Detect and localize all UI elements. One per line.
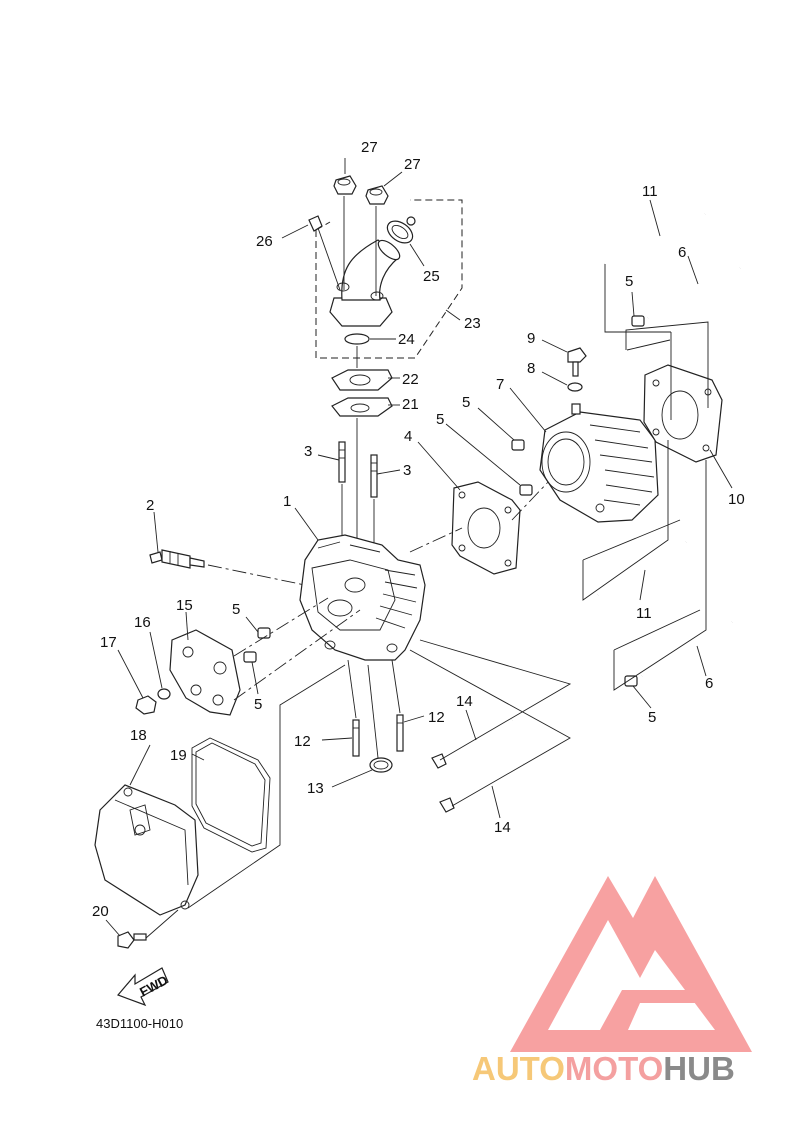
cylinder-head-studs <box>338 441 378 545</box>
watermark-moto: MOTO <box>565 1050 663 1087</box>
cylinder <box>539 403 659 523</box>
callout-24: 24 <box>398 331 415 348</box>
rocker-assembly <box>135 597 361 716</box>
callout-25: 25 <box>423 268 440 285</box>
watermark-auto: AUTO <box>472 1050 565 1087</box>
intake-gasket <box>331 397 393 417</box>
cover-gasket <box>191 737 271 853</box>
cover-bolt <box>117 909 179 949</box>
o-ring <box>344 333 370 345</box>
callout-14-lower: 14 <box>494 819 511 836</box>
watermark-text: AUTOMOTOHUB <box>472 1050 735 1087</box>
callout-5-bottom-right: 5 <box>648 709 656 726</box>
washer <box>567 382 583 392</box>
cylinder-head <box>299 534 426 661</box>
callout-26: 26 <box>256 233 273 250</box>
exhaust-studs <box>347 659 404 757</box>
exhaust-gasket <box>367 664 393 773</box>
callout-5-top-right: 5 <box>625 273 633 290</box>
dowel-pins <box>243 315 645 687</box>
diagram-code: 43D1100-H010 <box>96 1016 183 1031</box>
callout-11-bottom: 11 <box>636 605 652 622</box>
washer-16 <box>157 688 171 700</box>
callout-3-right: 3 <box>403 462 411 479</box>
callout-7: 7 <box>496 376 504 393</box>
callout-4: 4 <box>404 428 412 445</box>
watermark-logo <box>510 876 752 1052</box>
hose-clamp <box>386 220 414 244</box>
callout-21: 21 <box>402 396 419 413</box>
fwd-label: FWD <box>137 972 170 999</box>
callout-1: 1 <box>283 493 291 510</box>
leader-lines <box>105 158 733 937</box>
callout-27-right: 27 <box>404 156 421 173</box>
intake-manifold <box>329 297 393 327</box>
cylinder-bolt <box>567 347 587 392</box>
callout-16: 16 <box>134 614 151 631</box>
callout-6-top: 6 <box>678 244 686 261</box>
long-bolts <box>409 639 572 813</box>
callout-5-left-upper: 5 <box>232 601 240 618</box>
nut-17 <box>135 695 157 715</box>
callout-14-upper: 14 <box>456 693 473 710</box>
callout-19: 19 <box>170 747 187 764</box>
callout-27-left: 27 <box>361 139 378 156</box>
callout-20: 20 <box>92 903 109 920</box>
callout-11-top: 11 <box>642 183 658 200</box>
callout-18: 18 <box>130 727 147 744</box>
callout-15: 15 <box>176 597 193 614</box>
cylinder-head-cover <box>94 664 346 916</box>
callout-3-left: 3 <box>304 443 312 460</box>
callout-13: 13 <box>307 780 324 797</box>
spark-plug <box>149 549 306 586</box>
callout-8: 8 <box>527 360 535 377</box>
callout-labels: 27 27 26 25 23 24 22 21 3 3 2 1 4 5 5 5 … <box>92 139 745 920</box>
callout-10: 10 <box>728 491 745 508</box>
cylinder-head-gasket <box>409 479 551 575</box>
callout-23: 23 <box>464 315 481 332</box>
watermark-hub: HUB <box>663 1050 735 1087</box>
callout-6-bottom: 6 <box>705 675 713 692</box>
intake-group-outline <box>315 199 463 359</box>
cylinder-base-gasket <box>643 364 723 463</box>
intake-assembly <box>308 175 463 545</box>
callout-12-right: 12 <box>428 709 445 726</box>
callout-2: 2 <box>146 497 154 514</box>
callout-12-left: 12 <box>294 733 311 750</box>
callout-5-upper: 5 <box>462 394 470 411</box>
callout-22: 22 <box>402 371 419 388</box>
intake-insulator <box>331 369 393 391</box>
callout-5-left-lower: 5 <box>254 696 262 713</box>
callout-5-mid: 5 <box>436 411 444 428</box>
callout-9: 9 <box>527 330 535 347</box>
callout-17: 17 <box>100 634 117 651</box>
fwd-arrow <box>116 967 169 1007</box>
stud-bolts <box>582 212 741 691</box>
hose-joint <box>308 215 323 232</box>
